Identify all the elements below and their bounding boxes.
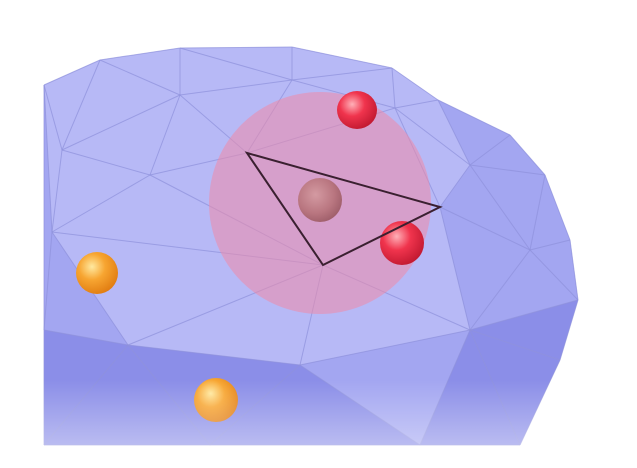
dome-facet: [470, 165, 545, 250]
dome-edge: [529, 174, 546, 251]
dome-edge: [469, 329, 561, 361]
dome-edge: [51, 174, 151, 233]
center-sphere: [298, 178, 342, 222]
dome-edge: [43, 84, 53, 233]
dome-edge: [529, 239, 571, 251]
dome-edge: [61, 59, 101, 151]
dome-facet: [470, 135, 545, 175]
dome-edge: [469, 134, 511, 166]
dome-edge: [61, 149, 151, 176]
dome-facet: [395, 108, 470, 207]
dome-facet: [470, 300, 578, 360]
dome-edge: [391, 67, 396, 109]
dome-edge: [559, 299, 579, 361]
dome-facet: [392, 68, 438, 108]
dome-edge: [529, 249, 579, 301]
dome-edge: [43, 231, 53, 331]
dome-facet: [292, 47, 392, 80]
dome-facet: [62, 95, 180, 175]
dome-edge: [439, 206, 531, 251]
dome-edge: [99, 47, 181, 61]
dome-edge: [469, 164, 546, 176]
dome-edge: [43, 329, 129, 346]
dome-edge: [43, 84, 63, 151]
dome-facet: [52, 150, 150, 232]
bottom-shading: [0, 380, 637, 468]
dome-edge: [179, 47, 293, 81]
red-sphere: [380, 221, 424, 265]
dome-facet: [44, 85, 52, 330]
dome-facet: [438, 100, 510, 165]
dome-edge: [299, 329, 471, 366]
dome-edge: [509, 134, 546, 176]
red-sphere: [337, 91, 377, 129]
dome-edge: [544, 174, 571, 241]
dome-edge: [394, 107, 471, 166]
dome-edge: [179, 79, 293, 96]
dome-facet: [180, 80, 292, 153]
dome-facet: [100, 48, 180, 95]
dome-edge: [291, 46, 393, 69]
dome-edge: [569, 239, 579, 301]
dome-edge: [127, 344, 301, 366]
dome-facet: [44, 85, 62, 232]
dome-facet: [530, 175, 570, 250]
dome-edge: [439, 206, 471, 331]
dome-edge: [291, 79, 396, 109]
dome-edge: [51, 149, 63, 233]
dome-edge: [149, 94, 181, 176]
dome-facet: [440, 165, 530, 250]
dome-edge: [61, 94, 181, 151]
dome-edge: [179, 46, 293, 49]
dome-edge: [439, 164, 471, 208]
dome-edge: [391, 67, 439, 101]
dome-edge: [469, 164, 531, 251]
dome-edge: [437, 99, 471, 166]
dome-edge: [469, 299, 579, 331]
dome-facet: [395, 100, 470, 165]
dark-triangle-outline: [244, 151, 443, 267]
dome-facet: [530, 240, 578, 300]
dome-edge: [469, 249, 531, 331]
dome-edge: [437, 99, 511, 136]
dome-edge: [394, 99, 439, 109]
dome-facet: [44, 60, 100, 150]
dome-edge: [99, 59, 181, 96]
dome-edge: [43, 59, 101, 86]
dome-facet: [470, 250, 578, 330]
orange-sphere: [76, 252, 118, 294]
dome-edge: [291, 67, 393, 81]
